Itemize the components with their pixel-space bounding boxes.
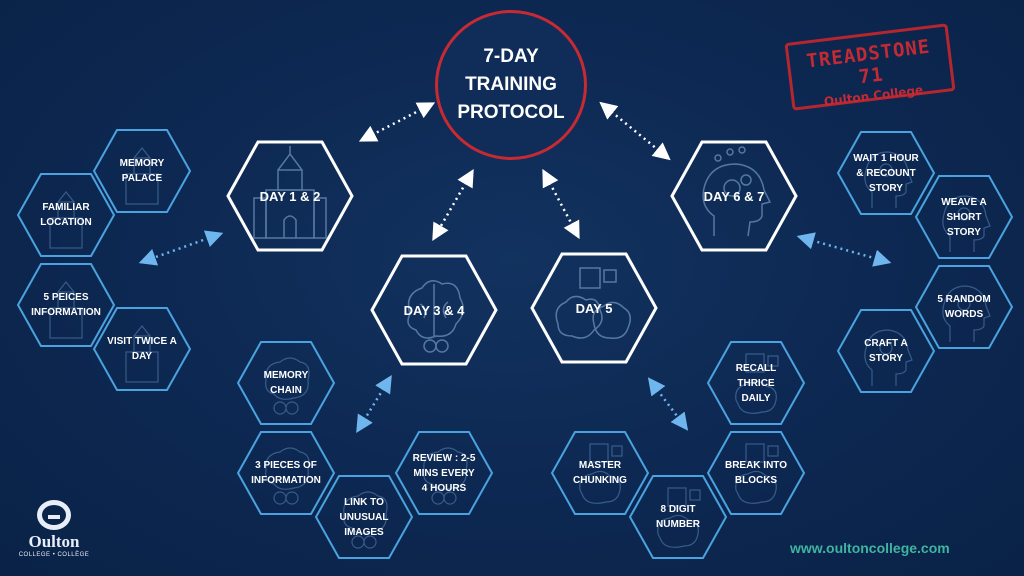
logo-tagline: COLLEGE • COLLÈGE xyxy=(18,552,90,558)
step-5-random-words-label: 5 RANDOM WORDS xyxy=(937,294,991,320)
title-circle: 7-DAY TRAINING PROTOCOL xyxy=(435,10,587,160)
step-link-to-unusual-images-hex: LINK TO UNUSUAL IMAGES xyxy=(314,474,414,560)
step-memory-palace-label: MEMORY PALACE xyxy=(119,158,165,184)
connector-title-day34 xyxy=(432,168,474,242)
day-6-7-hex: DAY 6 & 7 xyxy=(670,140,798,252)
step-5-pieces-information-hex: 5 PEICES INFORMATION xyxy=(16,262,116,348)
website-url[interactable]: www.oultoncollege.com xyxy=(790,540,950,556)
brain-puzzle-icon xyxy=(555,267,631,340)
step-break-into-blocks-hex: BREAK INTO BLOCKS xyxy=(706,430,806,516)
day-1-2-hex: DAY 1 & 2 xyxy=(226,140,354,252)
step-craft-a-story-hex: CRAFT A STORY xyxy=(836,308,936,394)
connector-title-day67 xyxy=(599,101,671,161)
connector-title-day5 xyxy=(542,168,580,240)
step-memory-palace-hex: MEMORY PALACE xyxy=(92,128,192,214)
step-break-into-blocks-label: BREAK INTO BLOCKS xyxy=(724,460,788,486)
connector-day5-steps xyxy=(647,377,689,431)
step-review-label: REVIEW : 2-5 MINS EVERY 4 HOURS xyxy=(412,452,476,494)
puzzle-icon xyxy=(657,487,701,548)
head-gears-icon xyxy=(702,146,772,237)
head-gears-icon xyxy=(942,195,991,252)
step-craft-a-story-label: CRAFT A STORY xyxy=(864,338,908,364)
head-gears-icon xyxy=(864,329,913,386)
brain-chain-icon xyxy=(265,447,310,505)
step-weave-a-short-story-hex: WEAVE A SHORT STORY xyxy=(914,174,1014,260)
castle-icon xyxy=(49,281,83,339)
castle-icon xyxy=(49,191,83,249)
step-master-chunking-label: MASTER CHUNKING xyxy=(573,460,627,486)
connector-day12-steps xyxy=(138,230,224,266)
step-5-pieces-information-label: 5 PEICES INFORMATION xyxy=(31,292,101,318)
castle-icon xyxy=(125,147,159,205)
step-8-digit-number-hex: 8 DIGIT NUMBER xyxy=(628,474,728,560)
step-recall-thrice-daily-hex: RECALL THRICE DAILY xyxy=(706,340,806,426)
puzzle-icon xyxy=(579,443,623,504)
step-weave-a-short-story-label: WEAVE A SHORT STORY xyxy=(941,196,987,238)
day-6-7-label: DAY 6 & 7 xyxy=(703,188,765,204)
oulton-logo: Oulton COLLEGE • COLLÈGE xyxy=(8,500,100,570)
step-wait-1-hour-label: WAIT 1 HOUR & RECOUNT STORY xyxy=(853,152,919,194)
connector-day34-steps xyxy=(356,375,392,433)
head-gears-icon xyxy=(942,285,991,342)
connector-title-day12 xyxy=(358,102,436,142)
day-3-4-label: DAY 3 & 4 xyxy=(403,302,465,318)
step-3-pieces-of-information-hex: 3 PIECES OF INFORMATION xyxy=(236,430,336,516)
title-text: 7-DAY TRAINING PROTOCOL xyxy=(457,46,565,123)
brain-chain-icon xyxy=(423,447,468,505)
step-5-random-words-hex: 5 RANDOM WORDS xyxy=(914,264,1014,350)
step-familiar-location-hex: FAMILIAR LOCATION xyxy=(16,172,116,258)
day-5-label: DAY 5 xyxy=(575,300,613,316)
day-3-4-hex: DAY 3 & 4 xyxy=(370,254,498,366)
step-8-digit-number-label: 8 DIGIT NUMBER xyxy=(656,504,700,530)
step-visit-twice-a-day-hex: VISIT TWICE A DAY xyxy=(92,306,192,392)
step-wait-1-hour-hex: WAIT 1 HOUR & RECOUNT STORY xyxy=(836,130,936,216)
step-3-pieces-of-information-label: 3 PIECES OF INFORMATION xyxy=(251,460,321,486)
step-memory-chain-label: MEMORY CHAIN xyxy=(263,370,309,396)
step-visit-twice-a-day-label: VISIT TWICE A DAY xyxy=(107,336,177,362)
brain-chain-icon xyxy=(265,357,310,415)
step-master-chunking-hex: MASTER CHUNKING xyxy=(550,430,650,516)
castle-icon xyxy=(125,325,159,383)
oulton-logo-mark xyxy=(37,500,71,530)
head-gears-icon xyxy=(864,151,913,208)
step-link-to-unusual-images-label: LINK TO UNUSUAL IMAGES xyxy=(339,496,389,538)
step-review-hex: REVIEW : 2-5 MINS EVERY 4 HOURS xyxy=(394,430,494,516)
brain-icon xyxy=(407,280,464,353)
step-memory-chain-hex: MEMORY CHAIN xyxy=(236,340,336,426)
brain-chain-icon xyxy=(343,491,388,549)
connector-day67-steps xyxy=(796,232,892,267)
day-1-2-label: DAY 1 & 2 xyxy=(259,188,321,204)
logo-name: Oulton xyxy=(28,532,80,551)
step-recall-thrice-daily-label: RECALL THRICE DAILY xyxy=(735,362,777,404)
puzzle-icon xyxy=(735,353,779,414)
puzzle-icon xyxy=(735,443,779,504)
step-familiar-location-label: FAMILIAR LOCATION xyxy=(40,202,92,228)
castle-icon xyxy=(253,146,327,239)
day-5-hex: DAY 5 xyxy=(530,252,658,364)
